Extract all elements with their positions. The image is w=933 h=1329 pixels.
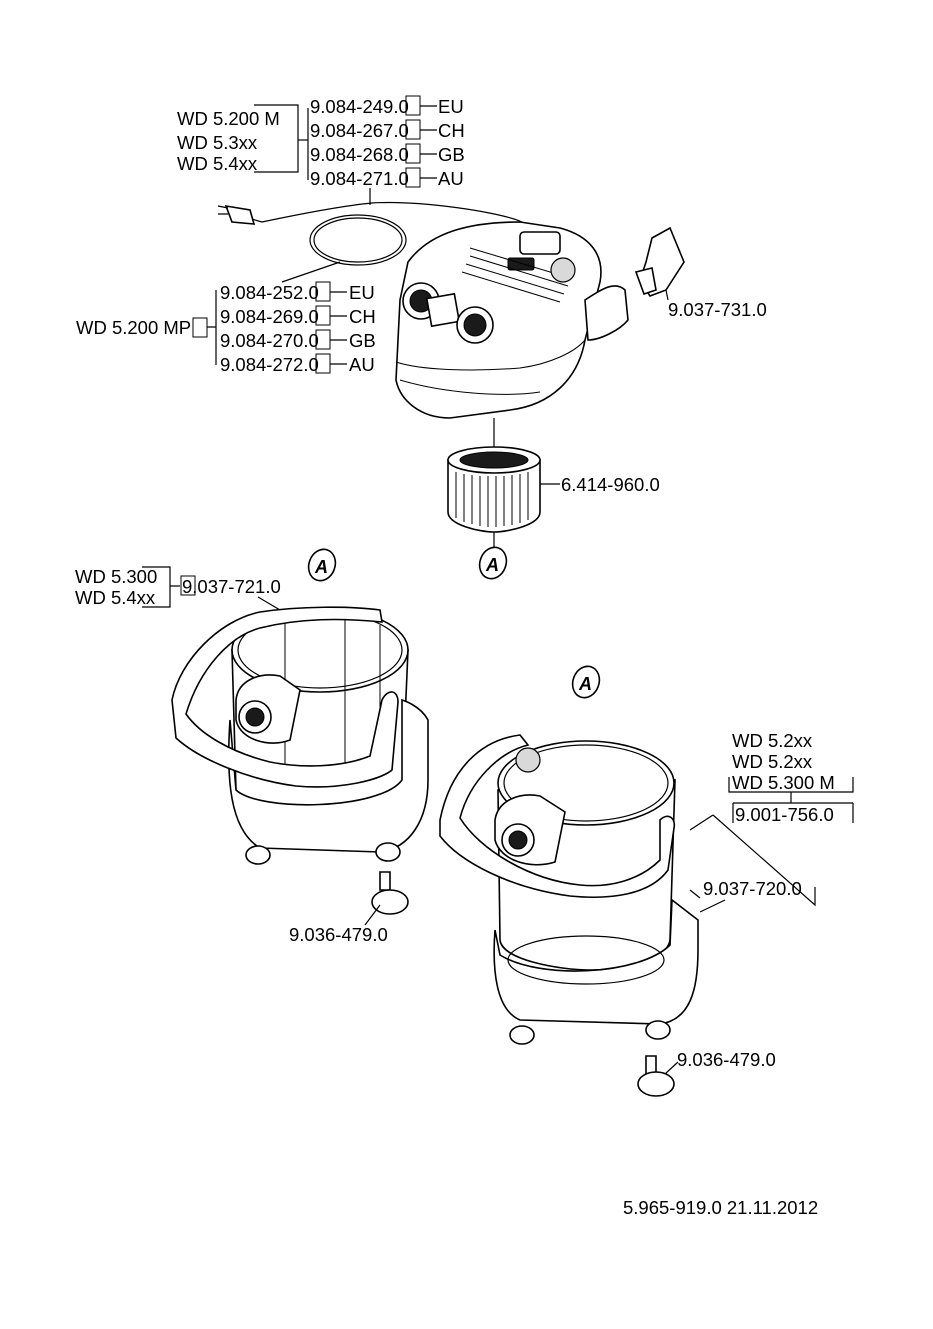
part-number: 9.036-479.0: [289, 924, 388, 945]
svg-text:A: A: [485, 555, 499, 575]
footer-doc-id: 5.965-919.0 21.11.2012: [623, 1197, 818, 1218]
caster-wheel-icon: [509, 1020, 671, 1045]
part-number: 9.084-268.0: [310, 144, 409, 165]
cable-group-top: WD 5.200 M WD 5.3xx WD 5.4xx 9.084-249.0…: [177, 95, 465, 205]
container-left: [171, 606, 429, 865]
leader-line: [281, 261, 341, 283]
clip-part: 9.037-731.0: [634, 226, 767, 320]
region-code: CH: [349, 306, 376, 327]
part-number: 9.001-756.0: [735, 804, 834, 825]
part-number: 9.084-269.0: [220, 306, 319, 327]
boxed-digit-marks: [405, 95, 437, 188]
model-label: WD 5.200 M: [177, 108, 280, 129]
part-number: 9.084-252.0: [220, 282, 319, 303]
model-label: WD 5.4xx: [177, 153, 258, 174]
marker-a-2: A: [307, 548, 337, 582]
part-number: 9.036-479.0: [677, 1049, 776, 1070]
part-number: 9.084-272.0: [220, 354, 319, 375]
part-number: 9.084-249.0: [310, 96, 409, 117]
svg-text:A: A: [314, 557, 328, 577]
part-number: 9.037-720.0: [703, 878, 802, 899]
caster-right: 9.036-479.0: [637, 1049, 776, 1097]
part-number: 9.037-721.0: [182, 576, 281, 597]
filter-pleats: [455, 472, 529, 527]
model-label: WD 5.2xx: [732, 751, 813, 772]
part-number: 9.084-271.0: [310, 168, 409, 189]
plug-icon: [217, 204, 256, 225]
region-code: CH: [438, 120, 465, 141]
switch-icon: [425, 292, 461, 328]
model-label: WD 5.3xx: [177, 132, 258, 153]
container-right: [439, 734, 699, 1045]
side-clip-socket: [584, 285, 629, 341]
boxed-digit-marks: [315, 281, 347, 374]
bracket-line: [254, 104, 299, 173]
model-label: WD 5.4xx: [75, 587, 156, 608]
region-code: GB: [438, 144, 465, 165]
container-left-labels: WD 5.300 WD 5.4xx 9.037-721.0: [75, 566, 281, 611]
caster-wheel-icon: [245, 842, 401, 865]
region-code: EU: [349, 282, 375, 303]
knob-icon: [550, 257, 576, 283]
handle-grip: [507, 231, 561, 271]
filter-cartridge: 6.414-960.0: [447, 418, 660, 548]
part-number: 6.414-960.0: [561, 474, 660, 495]
part-number: 9.084-267.0: [310, 120, 409, 141]
marker-a-3: A: [571, 665, 601, 699]
region-code: AU: [438, 168, 464, 189]
part-number: 9.037-731.0: [668, 299, 767, 320]
part-number: 9.084-270.0: [220, 330, 319, 351]
marker-a-1: A: [478, 546, 508, 580]
svg-text:A: A: [578, 674, 592, 694]
container-right-labels: WD 5.2xx WD 5.2xx WD 5.300 M 9.001-756.0…: [689, 730, 854, 913]
model-label: WD 5.300: [75, 566, 157, 587]
vent-slots: [461, 247, 571, 303]
lid-cap-icon: [515, 747, 541, 773]
region-code: EU: [438, 96, 464, 117]
motor-head: [395, 221, 629, 419]
cable-group-mp: WD 5.200 MP 9.084-252.0 9.084-269.0 9.08…: [76, 261, 376, 375]
model-label: WD 5.200 MP: [76, 317, 191, 338]
caster-left: 9.036-479.0: [289, 871, 409, 945]
region-code: GB: [349, 330, 376, 351]
model-label: WD 5.300 M: [732, 772, 835, 793]
region-code: AU: [349, 354, 375, 375]
model-label: WD 5.2xx: [732, 730, 813, 751]
